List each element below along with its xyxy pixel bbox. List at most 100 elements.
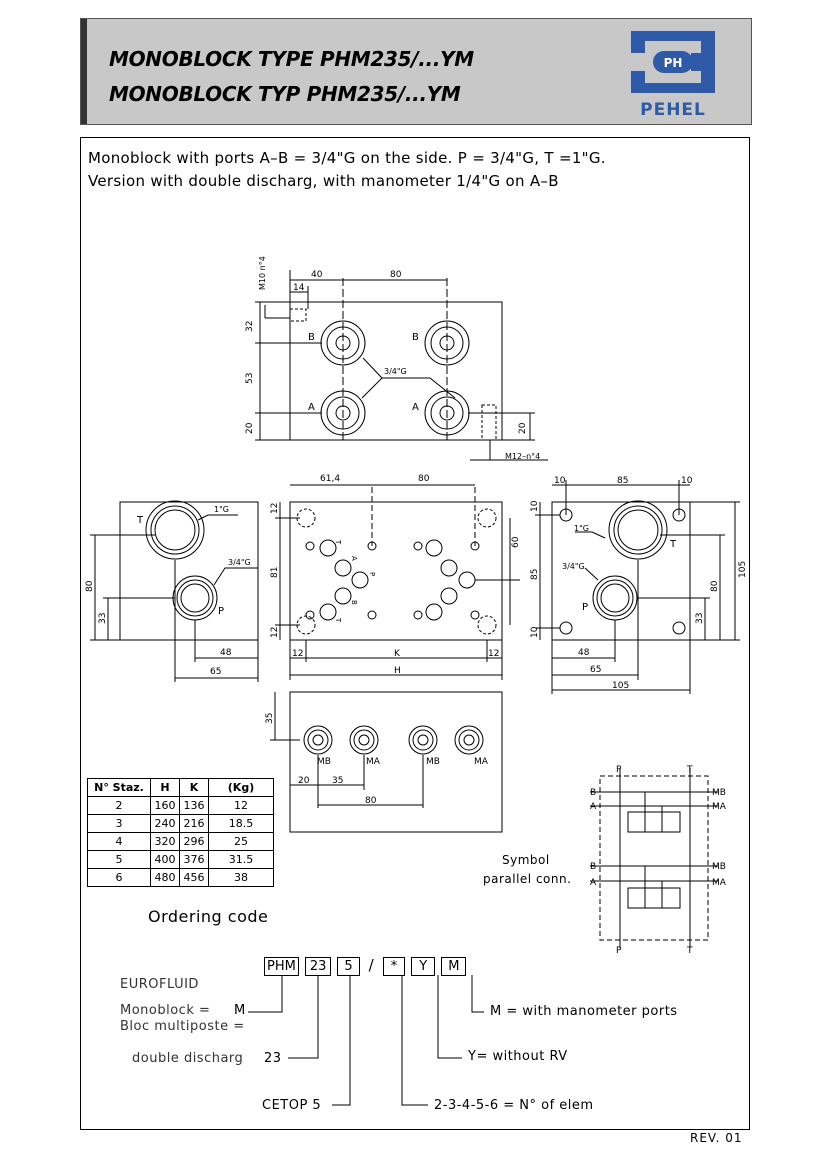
cell: 18.5 xyxy=(208,814,274,833)
bottom-view xyxy=(270,691,503,833)
sym-left-b-1: B xyxy=(590,788,596,798)
left-p-label: P xyxy=(218,606,224,617)
bottom-dim-20: 20 xyxy=(298,776,310,786)
mid-dim-80: 80 xyxy=(418,474,430,484)
monoblock-code: M xyxy=(234,1003,246,1018)
code-box-star: * xyxy=(382,957,406,976)
table-header-row: N° Staz. H K (Kg) xyxy=(87,778,274,797)
cell: 456 xyxy=(179,868,209,887)
right-dim-85b: 85 xyxy=(530,569,540,580)
monoblock-label: Monoblock = xyxy=(120,1003,211,1018)
mid-dim-60: 60 xyxy=(511,536,521,548)
code-box-5: 5 xyxy=(337,957,360,976)
sym-right-mb-2: MB xyxy=(712,862,726,872)
sym-left-b-2: B xyxy=(590,862,596,872)
bottom-port-mb-1: MB xyxy=(317,757,331,767)
mid-dim-k: K xyxy=(394,649,401,659)
pehel-logo: PH PEHEL xyxy=(631,31,715,119)
bottom-port-ma-1: MA xyxy=(366,757,381,767)
mid-label-t: T xyxy=(334,539,342,545)
mid-dim-61: 61,4 xyxy=(320,474,340,484)
code-box-m: M xyxy=(441,957,467,976)
left-thread-2: 3/4"G xyxy=(228,558,251,567)
left-dim-33: 33 xyxy=(98,613,108,624)
port-ma-2 xyxy=(454,725,484,755)
mid-dim-12a: 12 xyxy=(270,503,280,514)
col-h: H xyxy=(150,778,180,797)
mid-dim-81: 81 xyxy=(270,567,280,578)
port-ma-1 xyxy=(349,725,379,755)
cell: 400 xyxy=(150,850,180,869)
right-dim-80: 80 xyxy=(710,580,720,592)
dim-20a: 20 xyxy=(245,422,255,434)
mid-dim-12d: 12 xyxy=(488,649,499,659)
port-label-a-2: A xyxy=(412,402,419,413)
cell: 296 xyxy=(179,832,209,851)
title-de: MONOBLOCK TYP PHM235/...YM xyxy=(109,82,461,106)
code-slash: / xyxy=(368,956,374,974)
mid-label-b: B xyxy=(350,600,358,605)
code-box-y: Y xyxy=(411,957,436,976)
sym-top-t: T xyxy=(686,765,693,775)
logo-mark: PH xyxy=(664,56,683,70)
left-dim-80: 80 xyxy=(85,580,95,592)
sym-top-p: P xyxy=(616,765,622,775)
col-stations: N° Staz. xyxy=(87,778,151,797)
without-rv-label: Y= without RV xyxy=(468,1049,568,1064)
cell: 240 xyxy=(150,814,180,833)
code-box-23: 23 xyxy=(304,957,332,976)
dim-40: 40 xyxy=(311,270,323,280)
right-dim-10a: 10 xyxy=(554,476,566,486)
col-k: K xyxy=(179,778,209,797)
cell: 2 xyxy=(87,796,151,815)
cell: 376 xyxy=(179,850,209,869)
port-label-a-1: A xyxy=(308,402,315,413)
manometer-label: M = with manometer ports xyxy=(490,1004,678,1019)
header-banner: MONOBLOCK TYPE PHM235/...YM MONOBLOCK TY… xyxy=(80,18,752,125)
sym-left-a-2: A xyxy=(590,878,597,888)
bottom-dim-80: 80 xyxy=(365,796,377,806)
port-mb-1 xyxy=(303,725,333,755)
dim-32: 32 xyxy=(245,321,255,332)
mid-label-t2: T xyxy=(334,617,342,623)
port-t-left xyxy=(145,500,205,560)
right-dim-105h: 105 xyxy=(612,681,629,691)
drawing-frame xyxy=(80,137,750,1130)
port-label-b-2: B xyxy=(412,332,419,343)
intro-text: Monoblock with ports A–B = 3/4"G on the … xyxy=(88,147,606,193)
top-view xyxy=(255,270,548,461)
hydraulic-symbol xyxy=(590,768,718,948)
right-view xyxy=(535,480,740,694)
port-t-right xyxy=(608,500,668,560)
right-thread-2: 3/4"G xyxy=(562,562,585,571)
mid-dim-12b: 12 xyxy=(270,627,280,638)
dim-m10: M10 n°4 xyxy=(258,256,267,290)
ordering-title: Ordering code xyxy=(148,907,269,926)
cell: 31.5 xyxy=(208,850,274,869)
bloc-label: Bloc multiposte = xyxy=(120,1019,245,1034)
cetop-label: CETOP 5 xyxy=(262,1098,322,1113)
symbol-caption-2: parallel conn. xyxy=(483,872,572,886)
cell: 320 xyxy=(150,832,180,851)
dim-m12: M12–n°4 xyxy=(505,452,540,461)
thread-label: 3/4"G xyxy=(384,367,407,376)
mid-dim-12c: 12 xyxy=(292,649,303,659)
left-view xyxy=(90,500,259,682)
cell: 12 xyxy=(208,796,274,815)
left-dim-48: 48 xyxy=(220,648,232,658)
header-edge xyxy=(81,19,87,124)
elements-label: 2-3-4-5-6 = N° of elem xyxy=(434,1098,594,1113)
cell: 480 xyxy=(150,868,180,887)
sym-right-ma-1: MA xyxy=(712,802,727,812)
ordering-code-boxes: PHM 23 5 / * Y M xyxy=(264,956,467,976)
sym-right-ma-2: MA xyxy=(712,878,727,888)
cell: 25 xyxy=(208,832,274,851)
right-dim-105v: 105 xyxy=(738,561,748,578)
